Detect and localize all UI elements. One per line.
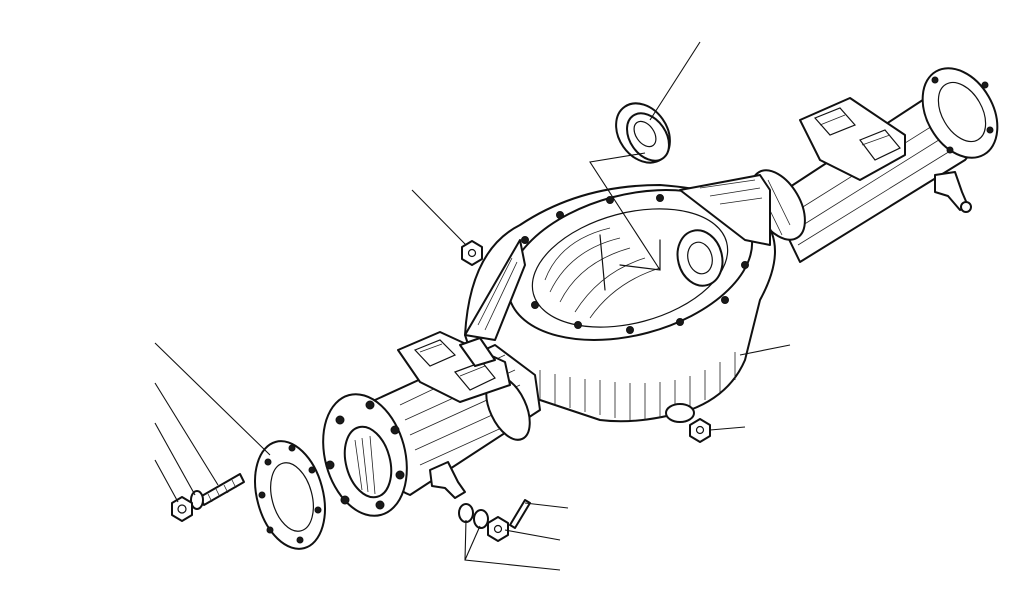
breather-nipple [509, 499, 531, 529]
leader-spring-washer [154, 422, 196, 496]
right-axle-tube [750, 67, 999, 263]
leader-stud [154, 382, 219, 486]
leader-gasket [154, 342, 271, 456]
hex-nut [487, 516, 509, 542]
flange-gasket [254, 440, 326, 550]
leader-hex-nut [504, 529, 561, 541]
leader-flange-nut [154, 459, 179, 503]
leader-lines [154, 41, 791, 571]
lock-washer [473, 509, 489, 529]
housing-nut [461, 240, 483, 266]
left-axle-tube [374, 331, 541, 499]
plain-washer [458, 503, 474, 523]
spring-washer [190, 490, 204, 510]
oil-seal [615, 102, 671, 164]
stud [199, 473, 245, 506]
drain-plug [689, 418, 711, 443]
leader-housing-nut [411, 189, 467, 246]
leader-housing [739, 344, 791, 356]
leader-oil-seal [649, 41, 701, 121]
leader-drain-plug [709, 426, 746, 431]
axle-flange [322, 393, 408, 517]
leader-breather [524, 502, 569, 509]
axle-housing [464, 174, 776, 423]
flange-nut [171, 496, 193, 522]
leader-seal-seat [589, 152, 661, 271]
leader-washers-b [464, 525, 481, 561]
